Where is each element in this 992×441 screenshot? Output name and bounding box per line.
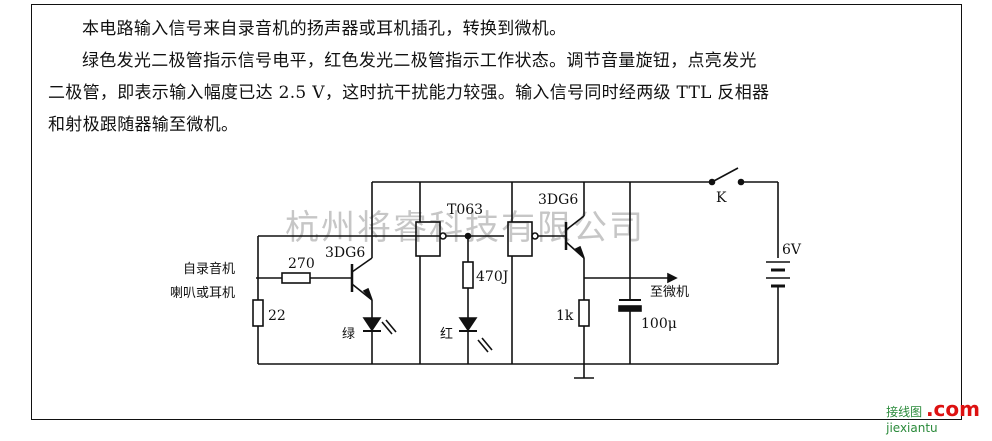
description-line-1: 本电路输入信号来自录音机的扬声器或耳机插孔，转换到微机。 xyxy=(82,19,567,39)
r-input-label: 270 xyxy=(288,256,315,272)
output-arrow xyxy=(667,272,678,284)
site-logo: 接线图 .com jiexiantu xyxy=(886,397,980,435)
battery-symbol xyxy=(766,261,790,288)
capacitor-label: 100μ xyxy=(641,316,677,332)
battery-label: 6V xyxy=(782,242,802,258)
r-led-label: 470J xyxy=(476,269,508,285)
description-line-3: 二极管，即表示输入幅度已达 2.5 V，这时抗干扰能力较强。输入信号同时经两级 … xyxy=(48,83,770,103)
led-red-label: 红 xyxy=(440,326,453,342)
site-name: 接线图 xyxy=(886,405,923,419)
led-red xyxy=(458,317,493,353)
inverter-1 xyxy=(415,221,441,257)
capacitor-plate-bottom xyxy=(618,305,642,312)
output-label: 至微机 xyxy=(650,285,689,300)
r-emitter-label: 1k xyxy=(556,308,574,324)
site-suffix: .com xyxy=(925,397,980,421)
q2-label: 3DG6 xyxy=(538,192,578,208)
switch-blade xyxy=(711,167,739,183)
input-label-1: 自录音机 xyxy=(183,261,235,277)
description-line-4: 和射极跟随器输至微机。 xyxy=(48,115,239,135)
inverter-2 xyxy=(507,221,533,257)
r-shunt-label: 22 xyxy=(268,308,286,324)
inverter-1-bubble xyxy=(439,232,447,240)
inverter-2-bubble xyxy=(531,232,539,240)
site-domain: jiexiantu xyxy=(886,421,938,435)
q1-label: 3DG6 xyxy=(325,245,365,261)
description-line-2: 绿色发光二极管指示信号电平，红色发光二极管指示工作状态。调节音量旋钮，点亮发光 xyxy=(82,51,757,71)
ic-label: T063 xyxy=(447,202,483,218)
transistor-q2 xyxy=(564,215,585,259)
diagram-frame xyxy=(31,4,962,420)
resistor-270 xyxy=(281,272,311,284)
led-green xyxy=(362,317,397,335)
resistor-1k xyxy=(578,299,590,327)
input-label-2: 喇叭或耳机 xyxy=(170,286,235,301)
resistor-22 xyxy=(252,299,264,327)
switch-contact-right xyxy=(737,178,745,186)
switch-label: K xyxy=(716,190,727,206)
transistor-q1 xyxy=(350,257,373,301)
resistor-470j xyxy=(462,261,474,289)
led-green-label: 绿 xyxy=(342,327,355,342)
